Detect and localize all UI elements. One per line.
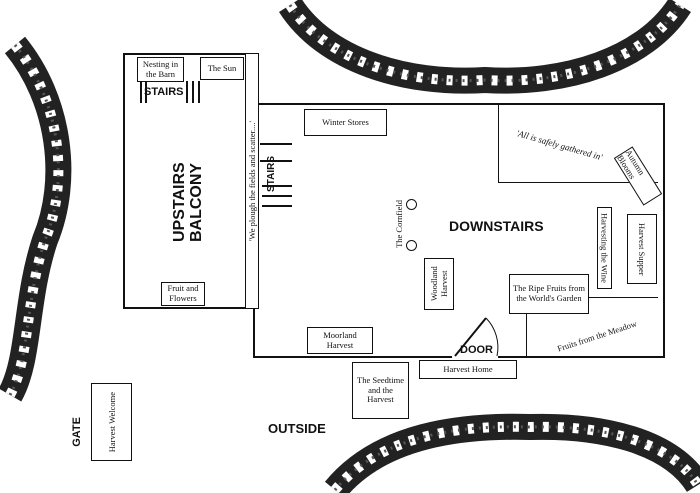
woodland-harvest-text: Woodland Harvest — [429, 266, 449, 302]
stairs-side-line-3 — [262, 185, 292, 187]
harvest-welcome-text: Harvest Welcome — [106, 391, 117, 453]
right-alcove-top — [498, 103, 658, 183]
door-swing — [454, 317, 499, 357]
nesting-in-barn-box: Nesting in the Barn — [137, 57, 184, 82]
right-alcove-bottom — [526, 297, 658, 358]
fruit-and-flowers-box: Fruit and Flowers — [161, 282, 205, 306]
door-gap — [452, 354, 498, 360]
stairs-side-label: STAIRS — [266, 156, 277, 192]
stairs-side-line-1 — [260, 143, 292, 145]
harvesting-the-wine-text: Harvesting the Wine — [599, 213, 610, 283]
harvest-home-box: Harvest Home — [419, 360, 517, 379]
harvest-welcome-box: Harvest Welcome — [91, 383, 132, 461]
stairs-side-line-4 — [262, 195, 292, 197]
cornfield-circle-top — [406, 199, 417, 210]
woodland-harvest-box: Woodland Harvest — [424, 258, 454, 310]
stairs-top-line-5 — [198, 81, 200, 103]
stairs-side-line-2 — [260, 160, 292, 162]
garland-left-decoration — [0, 36, 72, 402]
stairs-top-line-4 — [192, 81, 194, 103]
we-plough-box: 'We plough the fields and scatter....' — [245, 53, 259, 309]
downstairs-label: DOWNSTAIRS — [449, 218, 544, 234]
we-plough-text: 'We plough the fields and scatter....' — [247, 120, 257, 242]
winter-stores-box: Winter Stores — [304, 109, 387, 136]
stairs-top-line-1 — [140, 81, 142, 103]
cornfield-circle-bottom — [406, 240, 417, 251]
outside-label: OUTSIDE — [268, 421, 326, 436]
harvest-supper-box: Harvest Supper — [627, 214, 657, 284]
gate-label: GATE — [71, 417, 83, 447]
stairs-top-label: STAIRS — [144, 86, 184, 98]
ripe-fruits-box: The Ripe Fruits from the World's Garden — [509, 274, 589, 314]
stairs-top-line-2 — [145, 81, 147, 103]
stairs-top-line-3 — [186, 81, 188, 103]
harvesting-the-wine-box: Harvesting the Wine — [597, 207, 612, 289]
door-label: DOOR — [460, 344, 493, 356]
the-sun-box: The Sun — [200, 57, 244, 80]
garland-bottom-decoration — [324, 413, 700, 493]
moorland-harvest-box: Moorland Harvest — [307, 327, 373, 354]
stairs-side-line-5 — [262, 205, 292, 207]
seedtime-box: The Seedtime and the Harvest — [352, 362, 409, 419]
cornfield-label: The Cornfield — [394, 200, 404, 248]
harvest-supper-text: Harvest Supper — [637, 222, 647, 276]
upstairs-balcony-label: UPSTAIRS BALCONY — [171, 162, 205, 242]
garland-top-decoration — [279, 0, 691, 94]
